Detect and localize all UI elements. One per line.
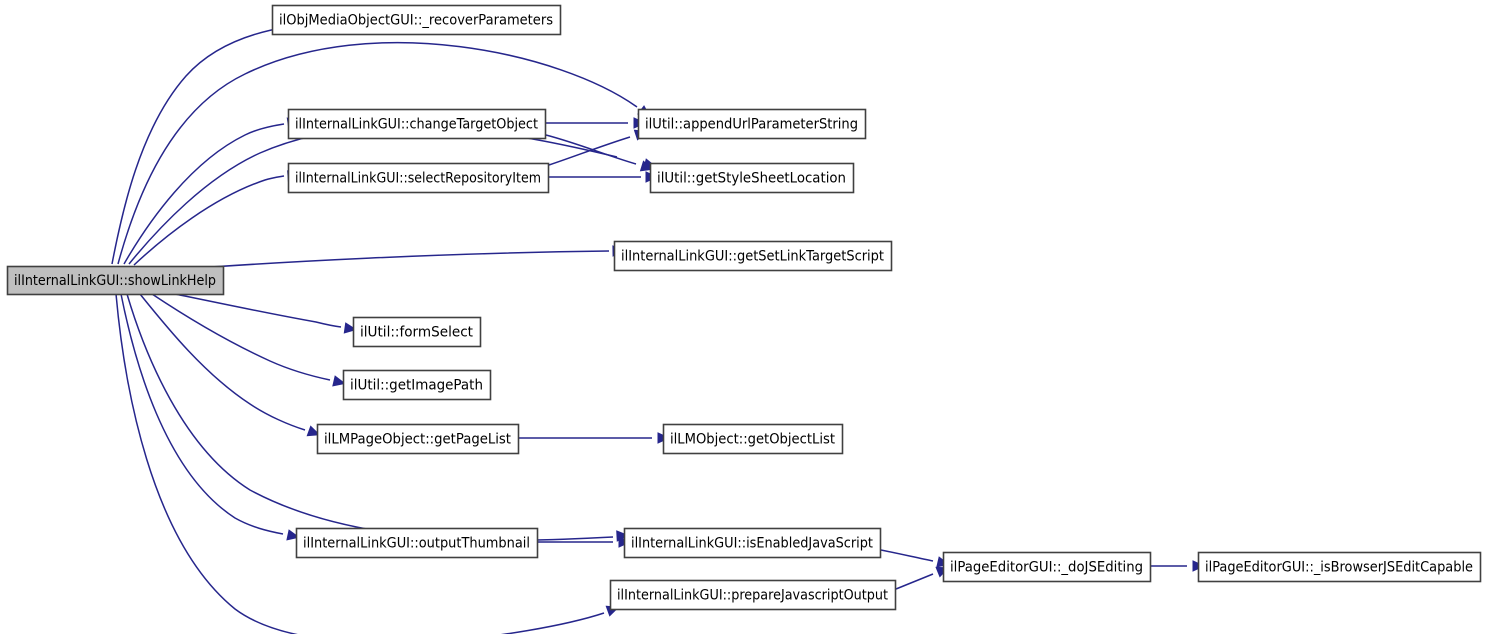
graph-node-formSelect[interactable]: ilUtil::formSelect [352,316,482,348]
node-label: ilUtil::appendUrlParameterString [645,117,858,133]
edge-showLinkHelp-to-formSelect [169,292,358,334]
edge-showLinkHelp-to-changeTargetObject [123,117,301,265]
graph-node-getPageList[interactable]: ilLMPageObject::getPageList [316,423,520,455]
arrowhead-icon [639,160,654,172]
edge-showLinkHelp-to-getSetLinkTargetScript [182,245,626,270]
graph-node-isEnabledJavaScript[interactable]: ilInternalLinkGUI::isEnabledJavaScript [623,527,882,559]
edge-showLinkHelp-to-outputThumbnail [120,293,300,541]
edge-line [117,41,638,265]
node-box[interactable] [342,369,492,401]
edge-showLinkHelp-to-getStyleSheetLocation [128,125,657,265]
edge-line [182,250,610,270]
graph-node-isBrowserJSEditCapable[interactable]: ilPageEditorGUI::_isBrowserJSEditCapable [1197,551,1482,583]
edge-showLinkHelp-to-getPageList [139,293,321,437]
edge-showLinkHelp-to-appendUrlParameterString [117,41,651,265]
graph-node-showLinkHelp[interactable]: ilInternalLinkGUI::showLinkHelp [6,265,225,296]
node-box[interactable] [662,423,844,455]
graph-node-doJSEditing[interactable]: ilPageEditorGUI::_doJSEditing [942,551,1152,583]
node-box[interactable] [1197,551,1482,583]
node-label: ilInternalLinkGUI::selectRepositoryItem [295,171,541,187]
arrowhead-icon [306,425,321,437]
edge-doJSEditing-to-isBrowserJSEditCapable [1151,560,1206,572]
node-label: ilPageEditorGUI::_isBrowserJSEditCapable [1205,560,1473,576]
graph-node-appendUrlParameterString[interactable]: ilUtil::appendUrlParameterString [637,108,867,140]
graph-node-getImagePath[interactable]: ilUtil::getImagePath [342,369,492,401]
node-box[interactable] [609,579,897,611]
node-box[interactable] [295,527,539,559]
edge-line [133,175,285,266]
node-label: ilLMObject::getObjectList [670,432,835,448]
graph-node-prepareJavascriptOutput[interactable]: ilInternalLinkGUI::prepareJavascriptOutp… [609,579,897,611]
edge-line [123,123,285,265]
edge-isEnabledJavaScript-to-doJSEditing [880,549,950,568]
node-box[interactable] [352,316,482,348]
node-label: ilInternalLinkGUI::showLinkHelp [14,273,216,289]
edge-showLinkHelp-to-selectRepositoryItem [133,170,301,266]
node-box[interactable] [287,162,550,194]
node-box[interactable] [613,240,893,272]
node-label: ilUtil::getStyleSheetLocation [657,171,846,187]
node-box[interactable] [637,108,867,140]
node-label: ilInternalLinkGUI::isEnabledJavaScript [631,536,873,552]
node-box[interactable] [271,4,562,36]
node-label: ilUtil::formSelect [360,325,473,341]
node-box[interactable] [316,423,520,455]
node-label: ilLMPageObject::getPageList [324,432,511,448]
edge-line [895,573,934,590]
node-label: ilInternalLinkGUI::changeTargetObject [295,117,538,133]
edge-getPageList-to-getObjectList [519,432,671,444]
edge-line [115,293,605,634]
edge-line [139,293,306,431]
arrowhead-icon [343,322,358,334]
node-box[interactable] [942,551,1152,583]
edge-line [548,136,631,166]
graph-node-getObjectList[interactable]: ilLMObject::getObjectList [662,423,844,455]
node-label: ilInternalLinkGUI::getSetLinkTargetScrip… [621,249,884,265]
node-box[interactable] [623,527,882,559]
edge-selectRepositoryItem-to-getStyleSheetLocation [549,171,659,183]
graph-node-getStyleSheetLocation[interactable]: ilUtil::getStyleSheetLocation [649,162,855,194]
edge-line [128,125,618,265]
node-label: ilPageEditorGUI::_doJSEditing [950,560,1143,576]
edge-selectRepositoryItem-to-appendUrlParameterString [548,129,648,166]
node-label: ilUtil::getImagePath [350,378,483,394]
edge-line [111,26,288,265]
node-label: ilInternalLinkGUI::outputThumbnail [303,536,530,552]
node-label: ilObjMediaObjectGUI::_recoverParameters [279,13,553,29]
edge-line [151,293,331,381]
nodes-layer: ilInternalLinkGUI::showLinkHelp ilObjMedi… [6,4,1482,611]
edge-changeTargetObject-to-getStyleSheetLocation [545,134,654,172]
edge-showLinkHelp-to-recoverParameters [111,20,304,265]
edge-changeTargetObject-to-appendUrlParameterString [546,117,647,129]
graph-node-recoverParameters[interactable]: ilObjMediaObjectGUI::_recoverParameters [271,4,562,36]
edge-line [120,293,284,535]
edge-line [880,549,934,562]
edge-prepareJavascriptOutput-to-doJSEditing [895,566,950,590]
graph-node-changeTargetObject[interactable]: ilInternalLinkGUI::changeTargetObject [287,108,547,140]
node-label: ilInternalLinkGUI::prepareJavascriptOutp… [617,588,888,604]
node-box[interactable] [649,162,855,194]
edge-showLinkHelp-to-getImagePath [151,293,346,387]
arrowhead-icon [332,375,346,387]
edge-line [169,292,342,328]
node-box[interactable] [287,108,547,140]
node-box[interactable] [6,265,225,296]
graph-node-selectRepositoryItem[interactable]: ilInternalLinkGUI::selectRepositoryItem [287,162,550,194]
graph-node-outputThumbnail[interactable]: ilInternalLinkGUI::outputThumbnail [295,527,539,559]
graph-node-getSetLinkTargetScript[interactable]: ilInternalLinkGUI::getSetLinkTargetScrip… [613,240,893,272]
